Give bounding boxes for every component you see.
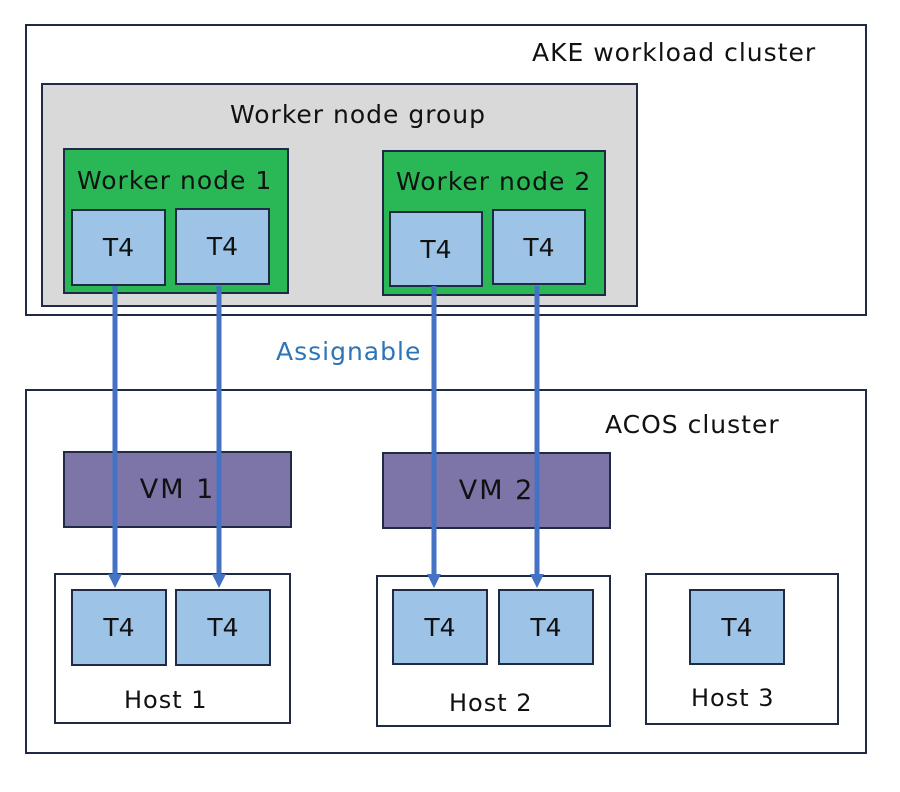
host-1-gpu-2: T4 — [175, 589, 271, 666]
host-1-label: Host 1 — [124, 686, 208, 714]
worker-node-2-label: Worker node 2 — [396, 167, 592, 196]
host-2-gpu-1: T4 — [392, 589, 488, 665]
host-3-gpu-1: T4 — [689, 589, 785, 665]
worker-node-1-gpu-2: T4 — [175, 208, 270, 285]
vm-1: VM 1 — [63, 451, 292, 528]
host-3-label: Host 3 — [691, 684, 775, 712]
acos-cluster-label: ACOS cluster — [605, 410, 780, 439]
worker-node-group-label: Worker node group — [230, 100, 486, 129]
host-2-label: Host 2 — [449, 689, 533, 717]
worker-node-1-gpu-1: T4 — [71, 209, 166, 286]
worker-node-2-gpu-2: T4 — [492, 209, 586, 285]
host-1-gpu-1: T4 — [71, 589, 167, 666]
worker-node-1-label: Worker node 1 — [77, 166, 273, 195]
worker-node-2-gpu-1: T4 — [389, 211, 483, 287]
assignable-label: Assignable — [276, 337, 422, 366]
vm-2: VM 2 — [382, 452, 611, 529]
host-2-gpu-2: T4 — [498, 589, 594, 665]
ake-cluster-label: AKE workload cluster — [532, 38, 817, 67]
